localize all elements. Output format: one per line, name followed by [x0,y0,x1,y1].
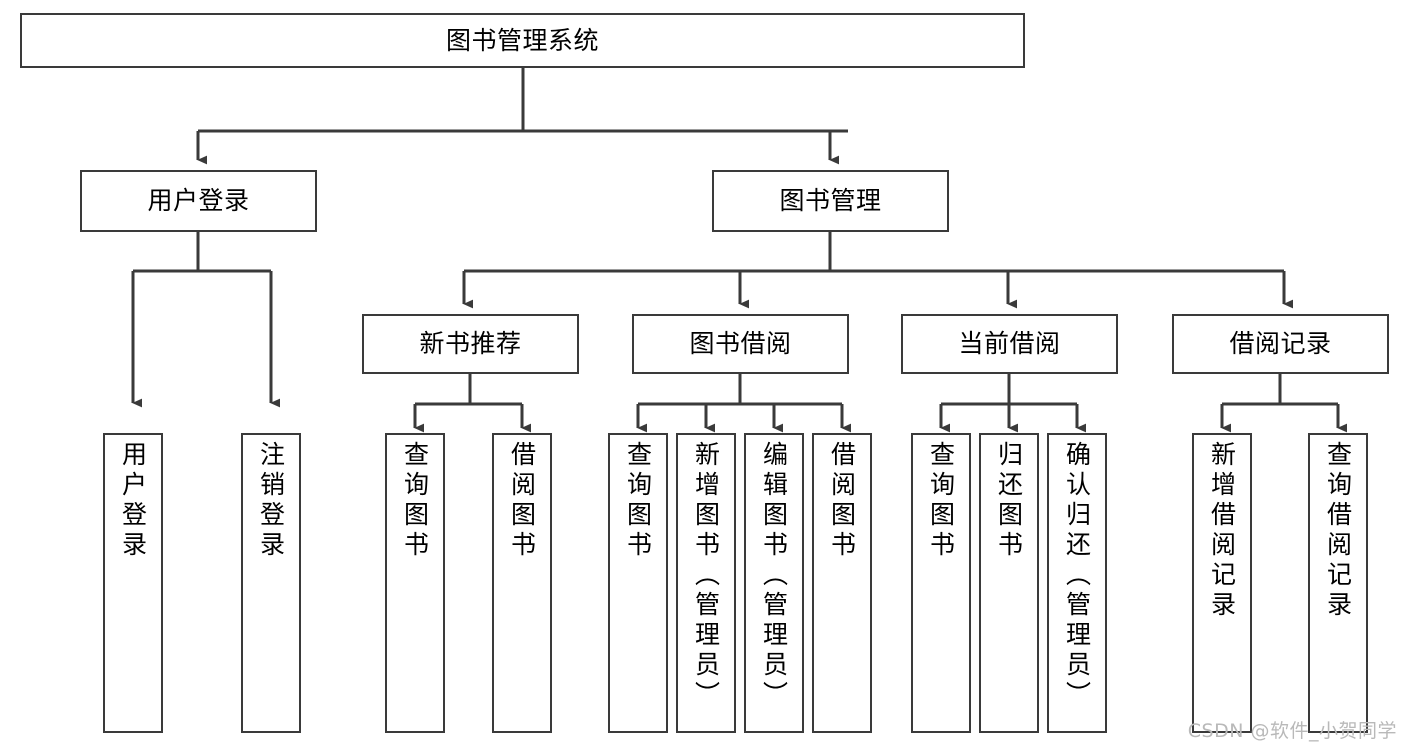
node-leaf-add-book[interactable]: 新增图书（管理员） [676,433,736,733]
node-book-manage-label: 图书管理 [779,186,882,216]
node-leaf-add-record-label: 新增借阅记录 [1207,441,1237,621]
node-leaf-return-book[interactable]: 归还图书 [979,433,1039,733]
node-book-manage[interactable]: 图书管理 [712,170,949,232]
node-leaf-add-book-label: 新增图书（管理员） [691,441,721,711]
node-leaf-edit-book-label: 编辑图书（管理员） [759,441,789,711]
node-root[interactable]: 图书管理系统 [20,13,1025,68]
node-current-borrow[interactable]: 当前借阅 [901,314,1118,374]
node-borrow-record[interactable]: 借阅记录 [1172,314,1389,374]
node-leaf-edit-book[interactable]: 编辑图书（管理员） [744,433,804,733]
node-leaf-user-login[interactable]: 用户登录 [103,433,163,733]
node-leaf-query-record-label: 查询借阅记录 [1323,441,1353,621]
node-user-login-label: 用户登录 [147,186,250,216]
node-book-borrow[interactable]: 图书借阅 [632,314,849,374]
node-leaf-borrow-book-2[interactable]: 借阅图书 [812,433,872,733]
node-leaf-logout-login[interactable]: 注销登录 [241,433,301,733]
node-leaf-borrow-book-1[interactable]: 借阅图书 [492,433,552,733]
node-new-book-rec[interactable]: 新书推荐 [362,314,579,374]
node-leaf-query-book-3[interactable]: 查询图书 [911,433,971,733]
node-leaf-borrow-book-2-label: 借阅图书 [827,441,857,561]
node-book-borrow-label: 图书借阅 [689,329,792,359]
node-leaf-query-book-2[interactable]: 查询图书 [608,433,668,733]
node-user-login[interactable]: 用户登录 [80,170,317,232]
watermark-text: CSDN @软件_小贺同学 [1187,720,1397,742]
node-leaf-user-login-label: 用户登录 [118,441,148,561]
node-leaf-logout-login-label: 注销登录 [256,441,286,561]
node-root-label: 图书管理系统 [445,25,599,55]
node-leaf-confirm-return-label: 确认归还（管理员） [1062,441,1092,711]
node-leaf-return-book-label: 归还图书 [994,441,1024,561]
node-leaf-confirm-return[interactable]: 确认归还（管理员） [1047,433,1107,733]
node-leaf-query-book-2-label: 查询图书 [623,441,653,561]
node-leaf-query-book-3-label: 查询图书 [926,441,956,561]
node-leaf-add-record[interactable]: 新增借阅记录 [1192,433,1252,733]
node-new-book-rec-label: 新书推荐 [419,329,522,359]
node-borrow-record-label: 借阅记录 [1229,329,1332,359]
node-leaf-borrow-book-1-label: 借阅图书 [507,441,537,561]
node-leaf-query-record[interactable]: 查询借阅记录 [1308,433,1368,733]
node-current-borrow-label: 当前借阅 [958,329,1061,359]
node-leaf-query-book-1-label: 查询图书 [400,441,430,561]
node-leaf-query-book-1[interactable]: 查询图书 [385,433,445,733]
